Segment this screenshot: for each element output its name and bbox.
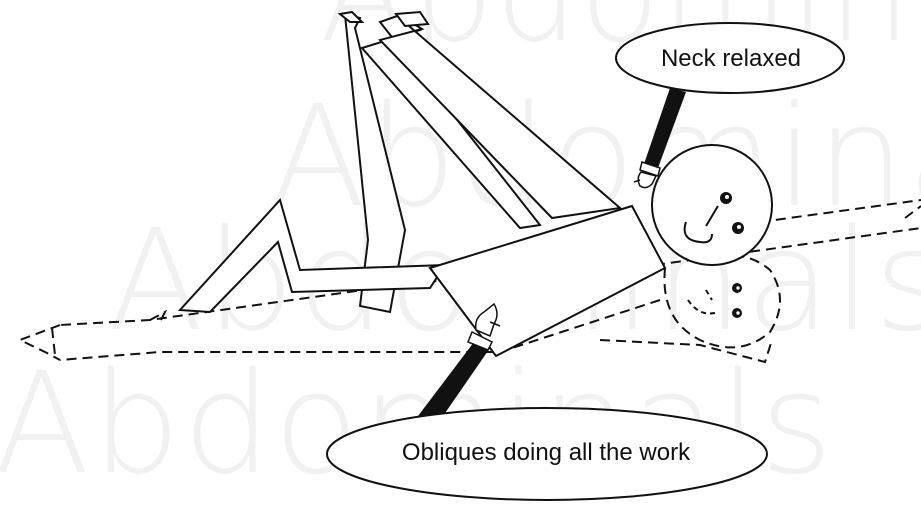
dashed-nose	[706, 290, 712, 300]
solid-body	[180, 12, 665, 356]
dashed-mouth	[688, 300, 718, 314]
dashed-foot	[20, 325, 60, 360]
solid-head	[652, 145, 772, 265]
dashed-face	[688, 290, 718, 314]
callout-neck-label: Neck relaxed	[626, 47, 836, 71]
dashed-hand	[905, 206, 921, 218]
dashed-head	[664, 255, 780, 347]
dashed-shoulder	[600, 340, 772, 362]
dashed-knee	[150, 312, 165, 322]
solid-torso	[430, 206, 665, 356]
callout-obliques-label: Obliques doing all the work	[326, 441, 766, 465]
dashed-foot-inner	[52, 328, 55, 355]
solid-arm	[180, 200, 445, 312]
dashed-arm-upper	[760, 200, 921, 222]
